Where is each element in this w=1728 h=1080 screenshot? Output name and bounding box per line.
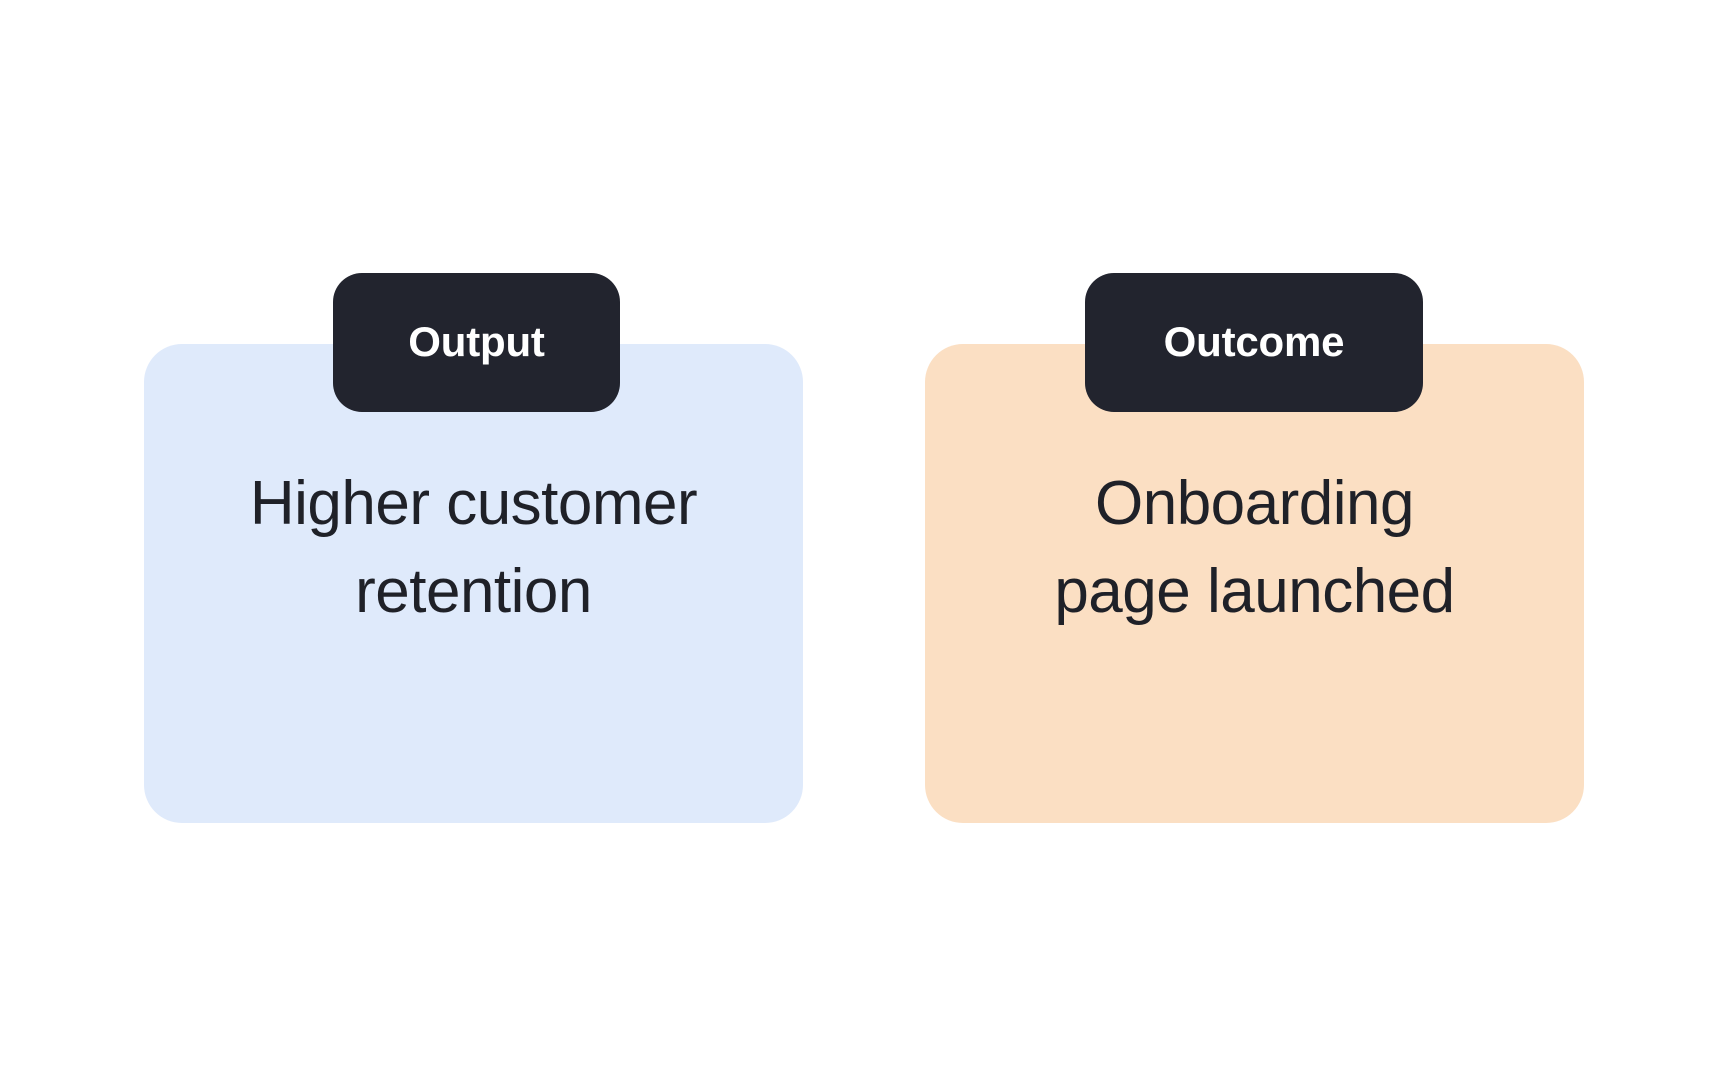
output-card-text: Higher customer retention	[249, 469, 698, 626]
output-card[interactable]: Higher customer retention	[144, 344, 803, 823]
output-badge[interactable]: Output	[333, 273, 620, 412]
outcome-badge-label: Outcome	[1163, 317, 1345, 365]
outcome-card-text: Onboarding page launched	[1054, 469, 1455, 626]
outcome-badge[interactable]: Outcome	[1085, 273, 1423, 412]
output-badge-label: Output	[408, 317, 545, 365]
outcome-card[interactable]: Onboarding page launched	[925, 344, 1584, 823]
